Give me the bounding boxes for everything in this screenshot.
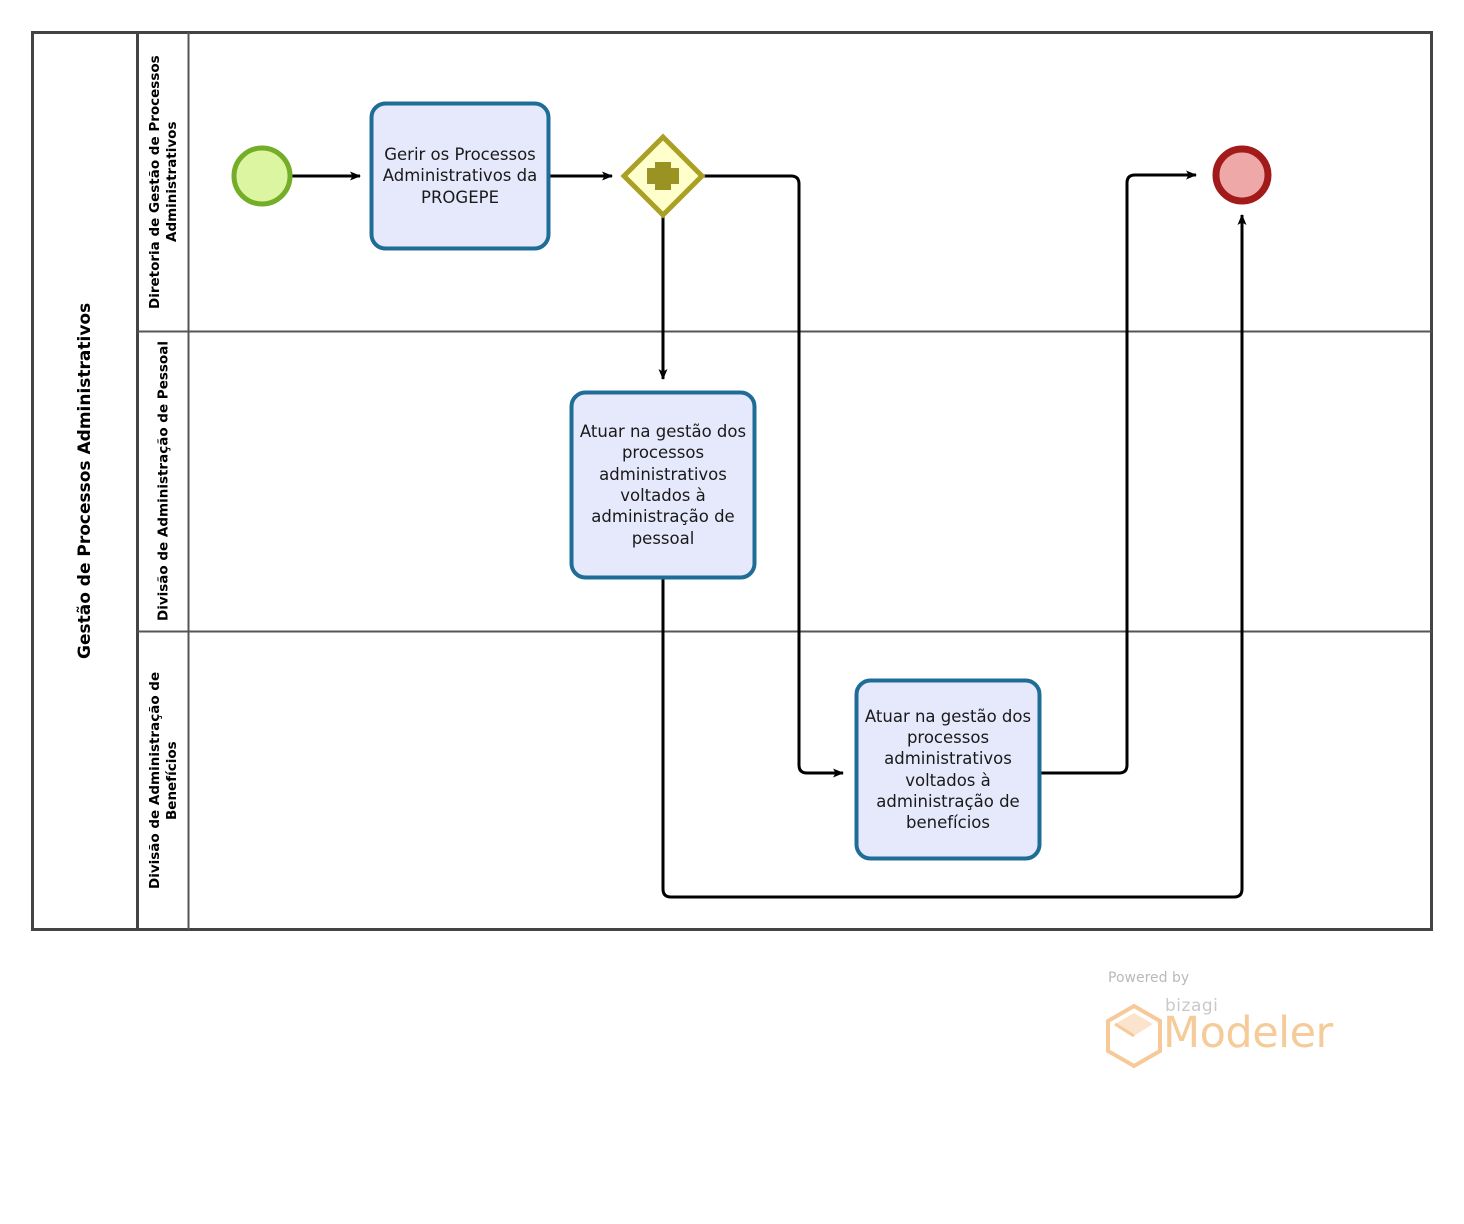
task-gerir-processos[interactable] xyxy=(369,101,551,251)
bizagi-hexagon-logo xyxy=(1106,1003,1162,1069)
task-atuar-pessoal[interactable] xyxy=(569,390,757,580)
bizagi-product-label: Modeler xyxy=(1163,1008,1333,1058)
bizagi-watermark: Powered by bizagi Modeler xyxy=(1103,970,1373,1070)
lane-label-diretoria: Diretoria de Gestão de Processos Adminis… xyxy=(147,55,180,309)
hexagon-outline xyxy=(1106,1003,1162,1069)
end-event[interactable] xyxy=(1212,145,1272,205)
task-atuar-beneficios[interactable] xyxy=(854,678,1042,861)
lane-dividers xyxy=(137,32,1432,930)
task-atuar-beneficios-box[interactable] xyxy=(854,678,1042,861)
end-event-circle[interactable] xyxy=(1212,145,1272,205)
flow-gateway-to-beneficios xyxy=(699,174,844,778)
lane-label-pessoal: Divisão de Administração de Pessoal xyxy=(155,341,172,622)
hexagon-inner-line xyxy=(1114,1022,1135,1038)
flow-beneficios-to-end xyxy=(1041,170,1197,775)
task-gerir-processos-box[interactable] xyxy=(369,101,551,251)
plus-icon xyxy=(647,162,679,190)
pool-label: Gestão de Processos Administrativos xyxy=(75,302,95,660)
sequence-flows xyxy=(292,170,1247,899)
lane-label-beneficios: Divisão de Administração de Benefícios xyxy=(147,671,180,890)
bizagi-brand-label: bizagi xyxy=(1165,996,1219,1016)
start-event[interactable] xyxy=(231,145,293,207)
powered-by-label: Powered by xyxy=(1108,970,1190,986)
flow-pessoal-to-end xyxy=(661,214,1247,899)
hexagon-top-facet xyxy=(1115,1013,1153,1036)
task-atuar-pessoal-box[interactable] xyxy=(569,390,757,580)
start-event-circle[interactable] xyxy=(231,145,293,207)
parallel-gateway[interactable] xyxy=(620,133,706,219)
